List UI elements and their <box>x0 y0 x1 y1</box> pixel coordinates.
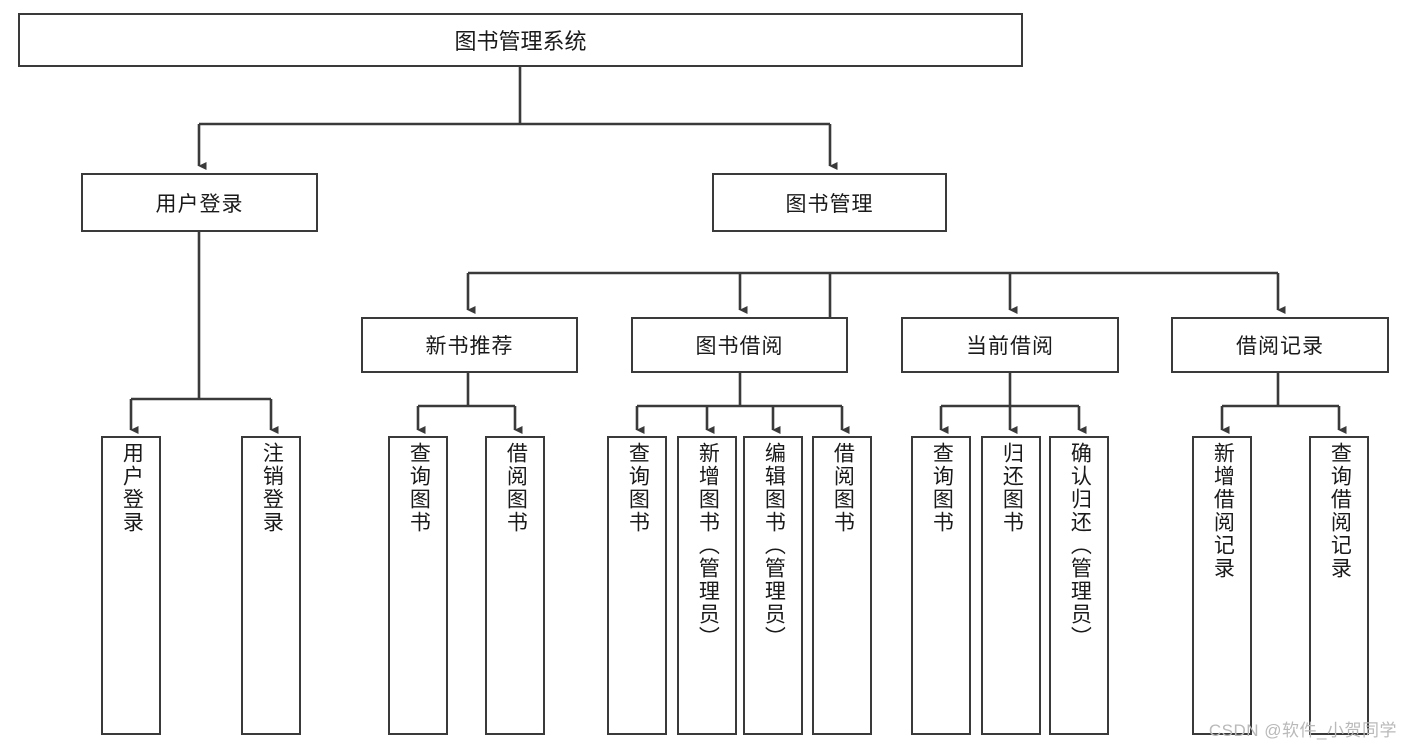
node-borrow-record-label: 借阅记录 <box>1236 335 1324 358</box>
leaf-query-book-borrow-label: 查询图书 <box>626 442 650 534</box>
leaf-borrow-book-recommend[interactable]: 借阅图书 <box>485 436 545 735</box>
leaf-user-login[interactable]: 用户登录 <box>101 436 161 735</box>
leaf-query-book-recommend[interactable]: 查询图书 <box>388 436 448 735</box>
leaf-query-book-current[interactable]: 查询图书 <box>911 436 971 735</box>
node-user-login-label: 用户登录 <box>155 192 244 216</box>
node-book-management[interactable]: 图书管理 <box>712 173 947 232</box>
leaf-borrow-book-recommend-label: 借阅图书 <box>504 442 528 534</box>
leaf-confirm-return-admin-label: 确认归还（管理员） <box>1068 442 1092 649</box>
leaf-return-book-label: 归还图书 <box>1000 442 1024 534</box>
leaf-logout[interactable]: 注销登录 <box>241 436 301 735</box>
node-book-borrow[interactable]: 图书借阅 <box>631 317 848 373</box>
leaf-edit-book-admin-label: 编辑图书（管理员） <box>762 442 786 649</box>
leaf-query-book-current-label: 查询图书 <box>930 442 954 534</box>
leaf-user-login-label: 用户登录 <box>120 442 144 534</box>
node-root-system-label: 图书管理系统 <box>454 29 587 54</box>
leaf-query-book-borrow[interactable]: 查询图书 <box>607 436 667 735</box>
leaf-add-borrow-record-label: 新增借阅记录 <box>1211 442 1235 580</box>
node-borrow-record[interactable]: 借阅记录 <box>1171 317 1389 373</box>
node-new-book-recommend[interactable]: 新书推荐 <box>361 317 578 373</box>
leaf-add-borrow-record[interactable]: 新增借阅记录 <box>1192 436 1252 735</box>
node-book-borrow-label: 图书借阅 <box>695 335 784 358</box>
leaf-query-book-recommend-label: 查询图书 <box>407 442 431 534</box>
node-root-system[interactable]: 图书管理系统 <box>18 13 1023 67</box>
leaf-borrow-book-label: 借阅图书 <box>831 442 855 534</box>
leaf-add-book-admin-label: 新增图书（管理员） <box>696 442 720 649</box>
leaf-borrow-book[interactable]: 借阅图书 <box>812 436 872 735</box>
node-current-borrow-label: 当前借阅 <box>966 335 1054 358</box>
leaf-logout-label: 注销登录 <box>260 442 284 534</box>
leaf-add-book-admin[interactable]: 新增图书（管理员） <box>677 436 737 735</box>
watermark-credit: CSDN @软件_小贺同学 <box>1208 721 1397 740</box>
leaf-query-borrow-record-label: 查询借阅记录 <box>1328 442 1352 580</box>
node-book-management-label: 图书管理 <box>785 192 874 216</box>
leaf-confirm-return-admin[interactable]: 确认归还（管理员） <box>1049 436 1109 735</box>
node-current-borrow[interactable]: 当前借阅 <box>901 317 1119 373</box>
node-new-book-recommend-label: 新书推荐 <box>425 335 514 358</box>
leaf-query-borrow-record[interactable]: 查询借阅记录 <box>1309 436 1369 735</box>
leaf-edit-book-admin[interactable]: 编辑图书（管理员） <box>743 436 803 735</box>
node-user-login[interactable]: 用户登录 <box>81 173 318 232</box>
leaf-return-book[interactable]: 归还图书 <box>981 436 1041 735</box>
